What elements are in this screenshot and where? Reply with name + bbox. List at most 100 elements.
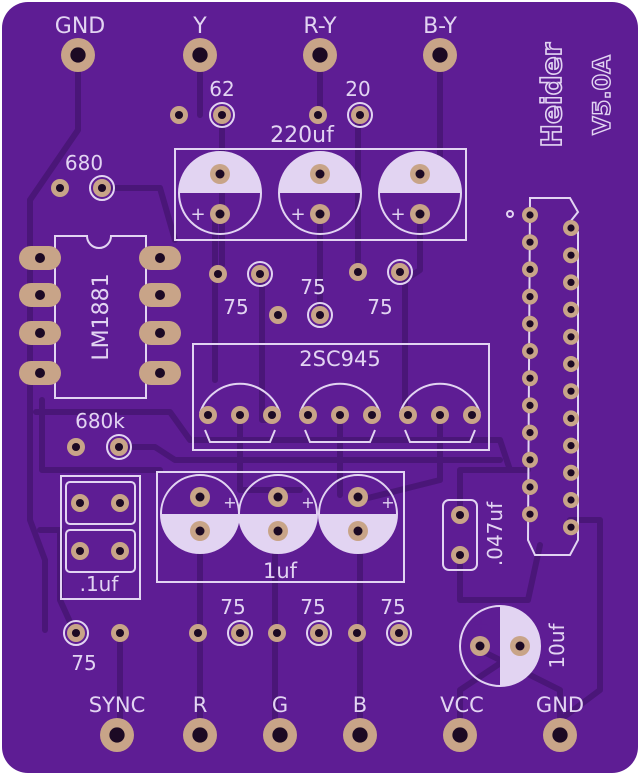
res-75-g-pad-2 [306,620,332,646]
transistor-block-outline [192,343,490,451]
label-res-75-b2: 75 [380,595,405,619]
header-pin-l-8 [522,397,538,414]
cap-10uf-plus: + [473,613,490,637]
connector-pad-top-y [183,38,217,72]
label-res-680k: 680k [75,409,125,433]
header-pin-l-7 [522,370,538,387]
cap-220uf-2-pad-neg [310,164,330,184]
res-75-a-pad-1 [209,265,227,283]
silkscreen-text: GND Y R-Y B-Y 62 20 680 220uf + + + 75 7… [55,14,617,717]
cap-220uf-1-plus: + [190,204,205,225]
header-pin-r-3 [563,274,579,291]
cap-220uf-2-plus: + [290,204,305,225]
cap-220uf-3-pad-pos [410,204,430,224]
connector-pad-top-gnd [61,38,95,72]
cap-220uf-3-plus: + [390,204,405,225]
label-bottom-g: G [272,693,288,717]
header-pin-r-1 [563,220,579,236]
res-680-pad-2 [89,175,115,201]
res-680-pad-1 [51,179,69,197]
label-top-y: Y [192,14,207,39]
res-62-pad-1 [170,106,188,124]
cap-047uf-pad-2 [451,546,469,564]
cap-block-220uf-outline [174,148,467,241]
header-pin-r-11 [563,492,579,508]
transistor-2-pad-3 [363,406,381,424]
res-75-sync-pad-2 [111,624,129,642]
label-res-75-r: 75 [220,595,245,619]
header-pin-r-8 [563,410,579,427]
header-pin-l-2 [522,234,538,251]
label-res-680: 680 [65,151,103,175]
res-75-g-pad-1 [268,624,286,642]
connector-pad-bottom-b [343,718,377,752]
header-pin-l-4 [522,288,538,305]
label-top-b-y: B-Y [423,14,457,39]
transistor-1-pad-2 [231,406,249,424]
cap-1uf-1-plus: + [223,493,236,512]
silkscreen-outlines [54,148,580,600]
ic-pad-left-4 [19,361,61,385]
cap-0-1uf-b-pad-1 [71,542,89,560]
header-pin-r-9 [563,437,579,454]
cap-220uf-3-pad-neg [410,164,430,184]
res-75-b2-pad-1 [348,624,366,642]
label-res-75-g: 75 [300,595,325,619]
header-pin-r-2 [563,247,579,264]
label-res-62: 62 [209,77,234,101]
cap-0-1uf-lower-outline [65,529,136,573]
cap-block-1uf-outline [156,471,405,583]
label-bottom-vcc: VCC [440,693,484,717]
connector-pad-bottom-sync [100,718,134,752]
cap-047uf-pad-1 [451,506,469,524]
res-75-r-pad-2 [227,620,253,646]
transistor-2-pad-1 [299,406,317,424]
label-ic-lm1881: LM1881 [89,273,114,360]
connector-pad-bottom-g [263,718,297,752]
cap-10uf-pad-pos [470,636,490,656]
label-bottom-r: R [193,693,208,717]
res-75-sync-pad-1 [63,620,89,646]
label-top-r-y: R-Y [303,14,337,39]
res-75-a-pad-2 [247,261,273,287]
res-75-c-pad-2 [387,259,413,285]
label-res-75-a: 75 [223,295,248,319]
ic-pad-right-2 [139,283,181,307]
cap-0-1uf-a-pad-1 [71,494,89,512]
connector-pad-top-b-y [423,38,457,72]
header-pin-l-10 [522,451,538,468]
caps-220uf [178,151,462,235]
label-cap-220uf: 220uf [270,123,335,148]
label-res-20: 20 [345,77,370,101]
cap-220uf-1-pad-neg [210,164,230,184]
transistor-1-pad-1 [199,406,217,424]
header-pin-l-9 [522,424,538,441]
transistor-1-pad-3 [263,406,281,424]
label-transistor-2sc945: 2SC945 [299,347,380,371]
connector-pad-bottom-gnd [543,718,577,752]
label-res-75-sync: 75 [71,651,96,675]
transistor-3-pad-2 [431,406,449,424]
header-pin-l-1 [522,207,538,223]
ic-pad-left-1 [19,246,61,270]
label-top-gnd: GND [55,14,105,39]
cap-1uf-3-plus: + [381,493,394,512]
cap-1uf-2-pad-pos [268,487,288,507]
transistor-2-outline [299,382,381,443]
cap-0-1uf-a-pad-2 [111,494,129,512]
header-pin-r-12 [563,519,579,536]
res-75-b2-pad-2 [386,620,412,646]
header-pin1-dot [506,210,514,218]
res-75-b-pad-1 [269,306,287,324]
ic-pad-left-3 [19,321,61,345]
ic-pad-right-4 [139,361,181,385]
cap-1uf-3-pad-pos [348,487,368,507]
transistor-3-pad-1 [399,406,417,424]
header-pin-r-5 [563,328,579,345]
header-outline [526,197,580,556]
label-bottom-sync: SYNC [89,693,146,717]
res-75-r-pad-1 [189,624,207,642]
res-680k-pad-2 [106,434,132,460]
label-res-75-c: 75 [367,295,392,319]
